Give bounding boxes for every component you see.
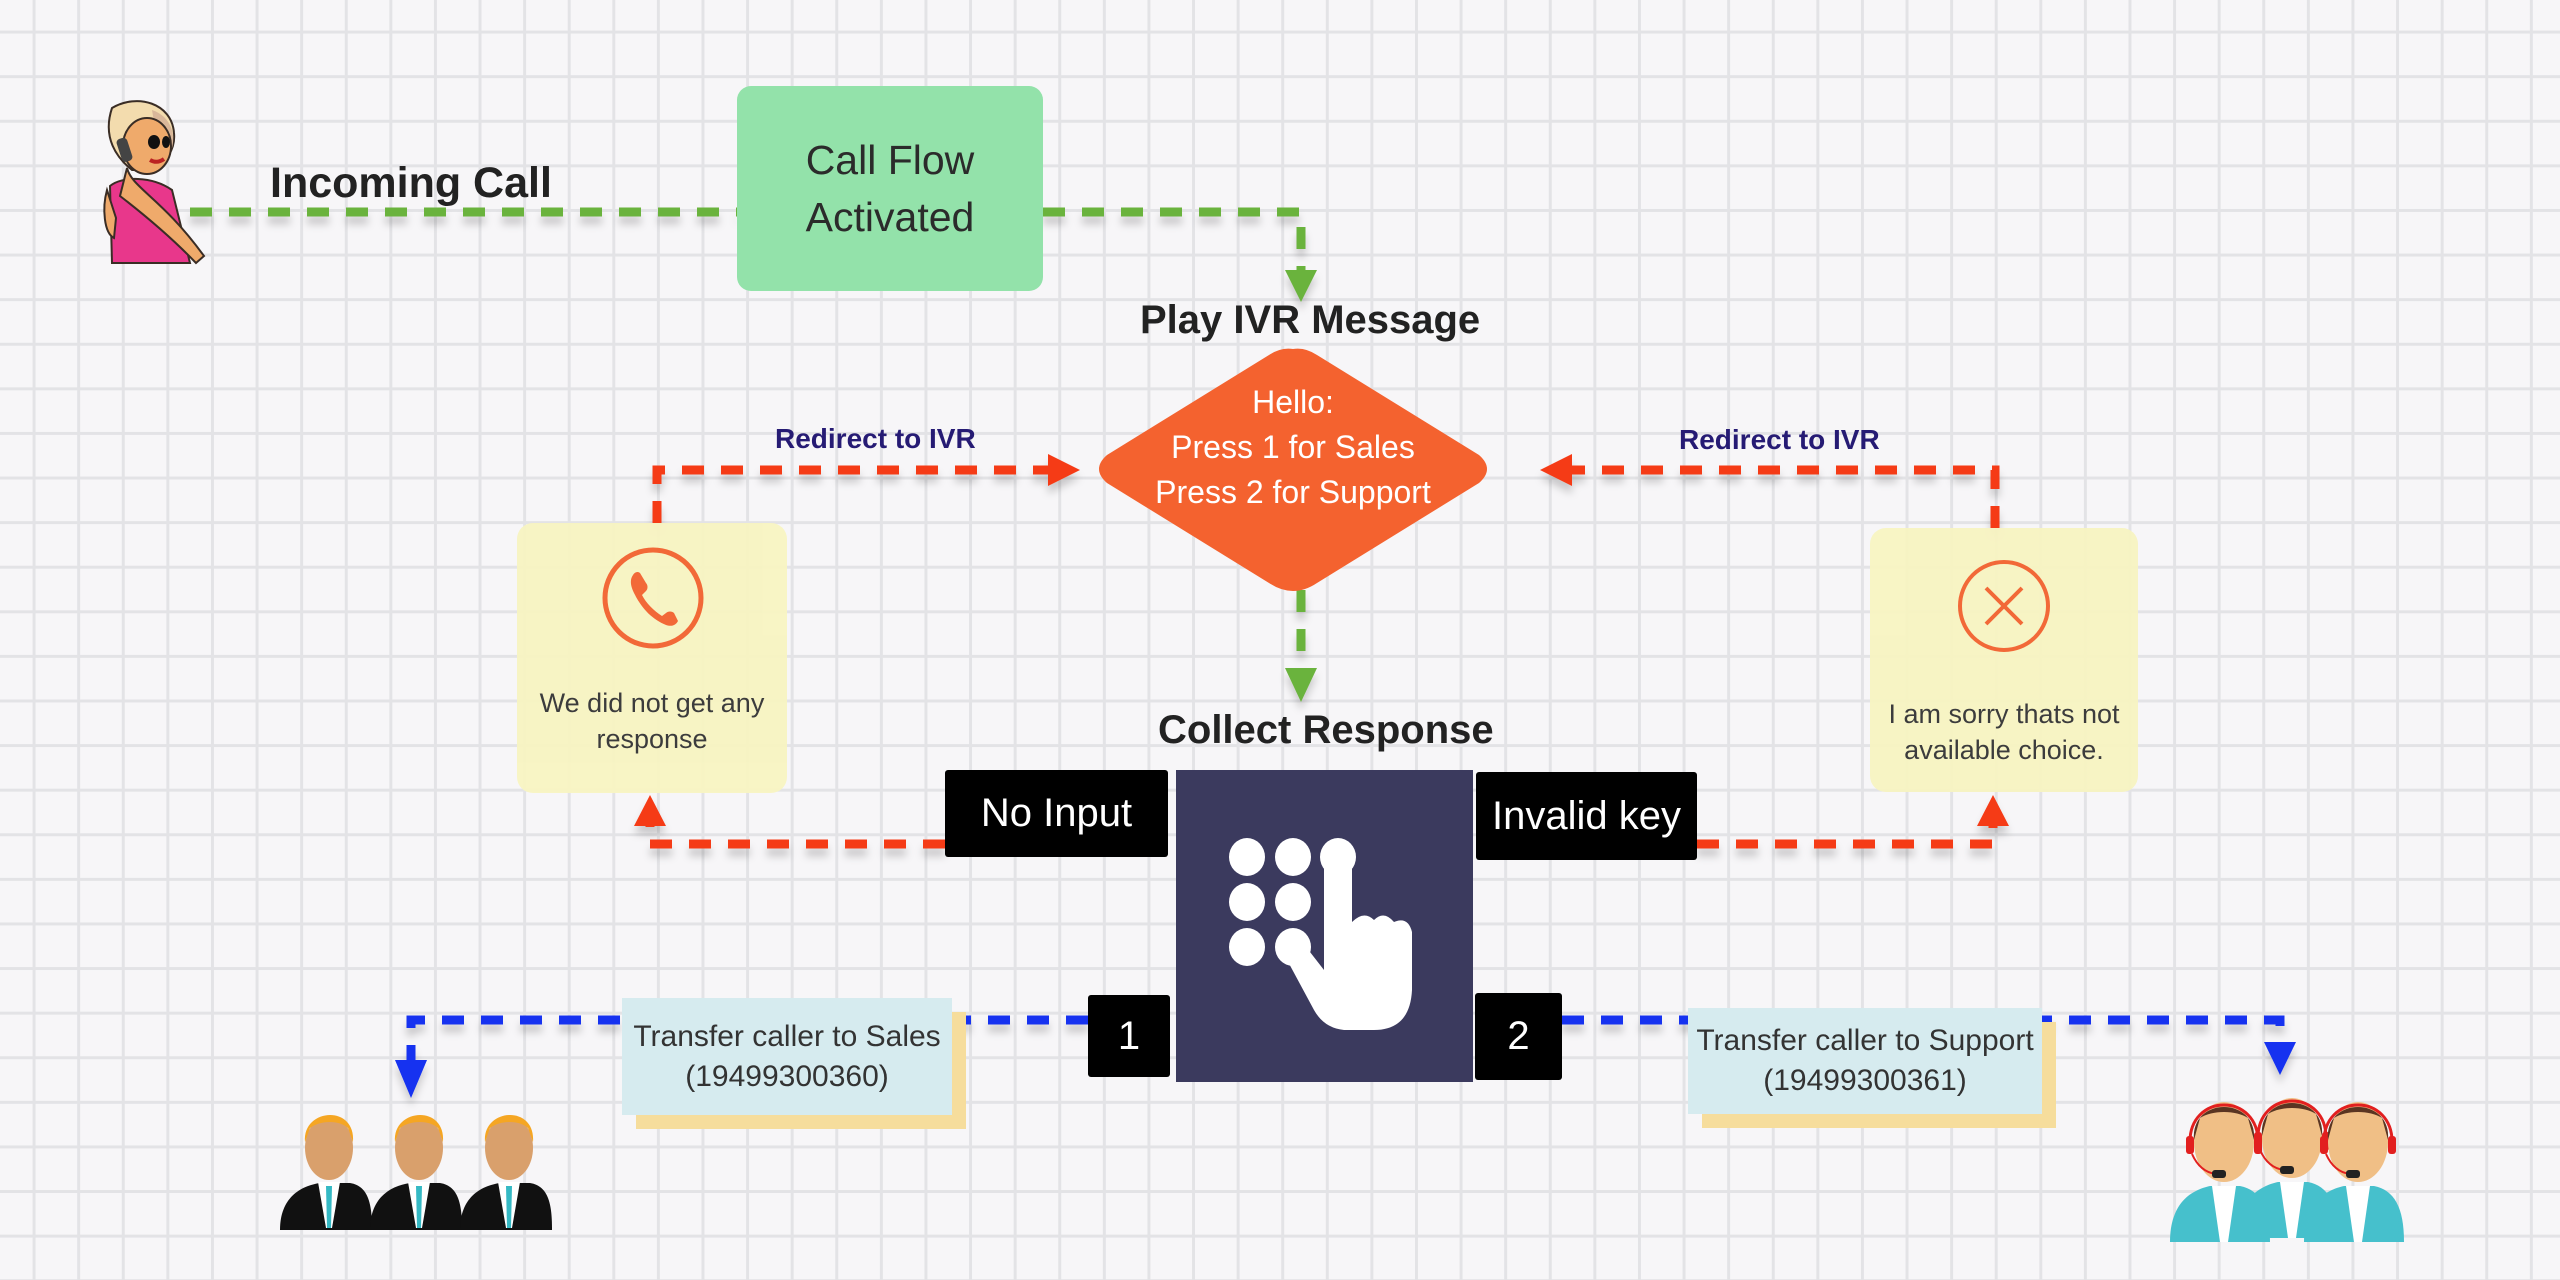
- transfer-support-note[interactable]: Transfer caller to Support (19499300361): [1688, 1008, 2042, 1114]
- invalid-key-label[interactable]: Invalid key: [1476, 772, 1697, 860]
- ivr-diamond[interactable]: [1093, 347, 1493, 592]
- keypad-hand-icon: [1229, 838, 1412, 1030]
- redirect-label-left: Redirect to IVR: [775, 423, 976, 454]
- ivr-line2: Press 1 for Sales: [1171, 429, 1415, 465]
- collect-response-node[interactable]: [1176, 770, 1473, 1082]
- play-ivr-title: Play IVR Message: [1140, 298, 1481, 342]
- connector-noinput-to-note: [645, 822, 945, 849]
- arrowhead-collect: [1285, 668, 1317, 702]
- invalid-choice-text: I am sorry thats not available choice.: [1870, 696, 2138, 768]
- phone-circle-icon: [602, 547, 704, 649]
- incoming-call-label: Incoming Call: [270, 159, 552, 207]
- ivr-line3: Press 2 for Support: [1155, 474, 1431, 510]
- key-1-label[interactable]: 1: [1088, 995, 1170, 1077]
- no-response-line1: We did not get any: [539, 688, 765, 718]
- invalid-choice-note[interactable]: I am sorry thats not available choice.: [1870, 528, 2138, 792]
- arrowhead-redirect-left: [1048, 454, 1080, 486]
- key-2-label[interactable]: 2: [1475, 993, 1562, 1080]
- no-response-line2: response: [596, 724, 708, 754]
- call-flow-label-line2: Activated: [805, 193, 975, 240]
- transfer-sales-note[interactable]: Transfer caller to Sales (19499300360): [622, 998, 952, 1115]
- invalid-choice-line2: available choice.: [1904, 735, 2104, 765]
- call-flow-label-line1: Call Flow: [805, 136, 975, 183]
- transfer-support-line1: Transfer caller to Support: [1696, 1024, 2034, 1057]
- support-team-icon: [2170, 1096, 2405, 1244]
- arrowhead-redirect-right: [1540, 454, 1572, 486]
- arrowhead-support: [2264, 1042, 2296, 1075]
- arrowhead-sales: [395, 1060, 427, 1098]
- woman-on-phone-icon: [103, 100, 206, 265]
- collect-response-title: Collect Response: [1158, 708, 1494, 752]
- connector-noinput-redirect: [652, 465, 1050, 523]
- x-circle-icon: [1958, 560, 2050, 652]
- sales-team-icon: [280, 1114, 552, 1230]
- caller: [92, 98, 217, 268]
- ivr-message: Hello: Press 1 for Sales Press 2 for Sup…: [1093, 380, 1493, 515]
- no-response-text: We did not get any response: [517, 685, 787, 757]
- ivr-line1: Hello:: [1252, 384, 1334, 420]
- connector-callflow-to-ivr: [1043, 207, 1306, 270]
- transfer-sales-line1: Transfer caller to Sales: [633, 1019, 941, 1053]
- transfer-support-line2: (19499300361): [1763, 1064, 1967, 1097]
- transfer-sales-line2: (19499300360): [685, 1059, 889, 1093]
- no-input-label[interactable]: No Input: [945, 770, 1168, 857]
- arrowhead-noinput-note: [634, 795, 666, 826]
- arrowhead-invalid-note: [1977, 795, 2009, 826]
- connector-invalid-to-note: [1697, 822, 1998, 849]
- no-response-note[interactable]: We did not get any response: [517, 523, 787, 793]
- call-flow-activated-node[interactable]: Call Flow Activated: [737, 86, 1043, 291]
- redirect-label-right: Redirect to IVR: [1679, 424, 1880, 455]
- connector-invalid-redirect: [1570, 465, 2000, 528]
- invalid-choice-line1: I am sorry thats not: [1888, 699, 2120, 729]
